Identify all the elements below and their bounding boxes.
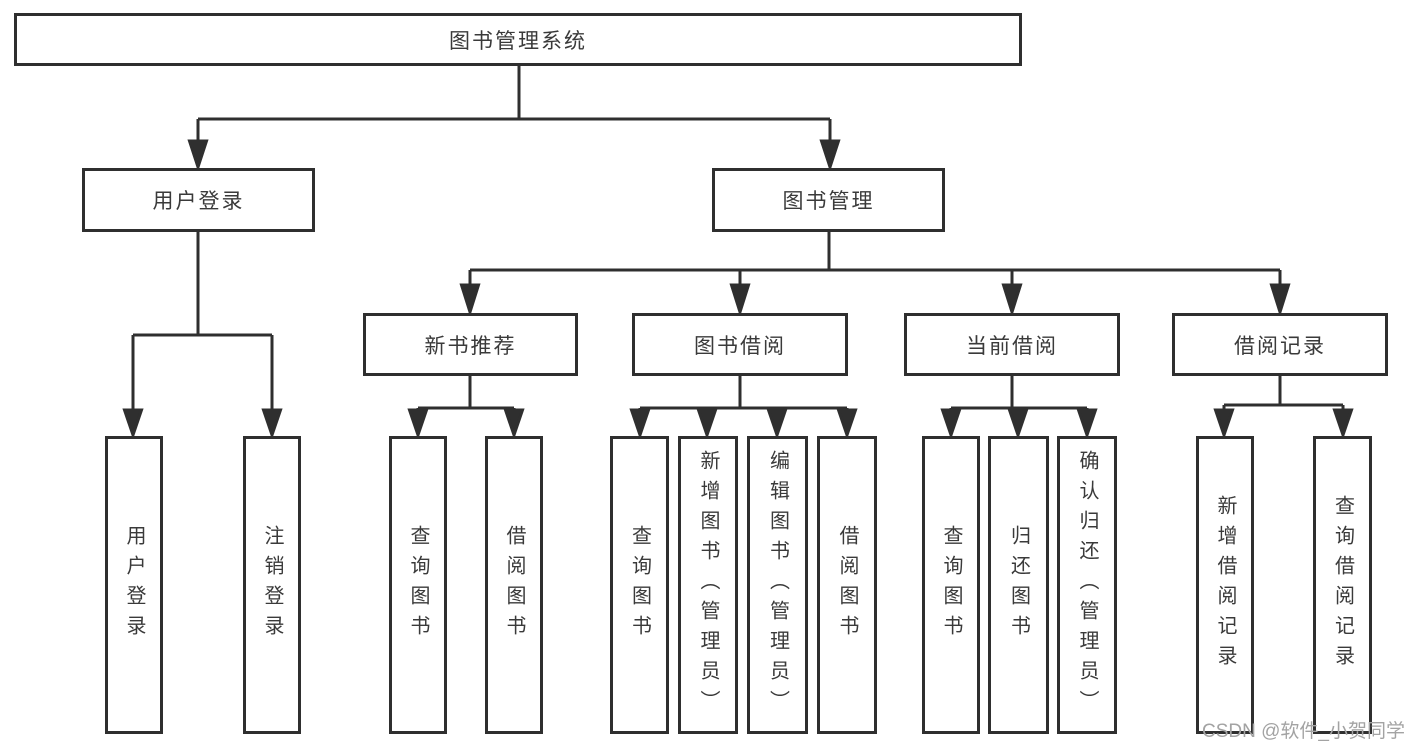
arrowhead-book-borrow	[729, 283, 751, 317]
connector-root-split	[198, 66, 830, 121]
connector-borrow-records-split	[1222, 376, 1345, 412]
leaf-user-login: 用户登录	[105, 436, 163, 734]
leaf-label: 确认归还（管理员）	[1076, 450, 1098, 720]
node-label: 图书管理	[782, 190, 875, 213]
leaf-label: 编辑图书（管理员）	[766, 450, 789, 720]
node-borrowing-records: 借阅记录	[1172, 313, 1388, 376]
arrowhead-leaf	[1213, 408, 1235, 440]
leaf-query-books: 查询图书	[610, 436, 669, 734]
node-new-book-recommend: 新书推荐	[363, 313, 578, 376]
arrowhead-leaf	[1007, 408, 1029, 440]
node-book-borrowing: 图书借阅	[632, 313, 848, 376]
arrowhead-leaf	[836, 408, 858, 440]
connector-new-books-split	[416, 376, 516, 412]
leaf-return-books: 归还图书	[988, 436, 1049, 734]
arrowhead-new-books	[459, 283, 481, 317]
arrowhead-leaf	[629, 408, 651, 440]
connector-current-borrow-split	[949, 376, 1089, 412]
leaf-label: 查询借阅记录	[1331, 495, 1354, 675]
leaf-label: 用户登录	[123, 525, 145, 645]
leaf-label: 借阅图书	[503, 525, 525, 645]
leaf-label: 查询图书	[407, 525, 429, 645]
arrowhead-leaf	[407, 408, 429, 440]
arrowhead-current-borrow	[1001, 283, 1023, 317]
arrowhead-leaf	[696, 408, 718, 440]
leaf-add-books-admin: 新增图书（管理员）	[678, 436, 738, 734]
node-label: 用户登录	[152, 190, 245, 213]
arrowhead-leaf	[1332, 408, 1354, 440]
leaf-borrow-books: 借阅图书	[485, 436, 543, 734]
node-label: 图书借阅	[694, 334, 786, 358]
leaf-label: 归还图书	[1007, 525, 1030, 645]
connector-group	[122, 66, 1354, 440]
leaf-label: 借阅图书	[836, 525, 858, 645]
arrowhead-leaf-user-login	[122, 408, 144, 440]
node-root-label: 图书管理系统	[449, 29, 587, 53]
leaf-edit-books-admin: 编辑图书（管理员）	[747, 436, 808, 734]
connector-book-mgmt-split	[468, 232, 1282, 287]
leaf-query-books: 查询图书	[922, 436, 980, 734]
arrowhead-leaf	[503, 408, 525, 440]
arrowhead-borrow-records	[1269, 283, 1291, 317]
leaf-label: 查询图书	[940, 525, 962, 645]
arrowhead-leaf	[766, 408, 788, 440]
leaf-label: 注销登录	[261, 525, 283, 645]
arrowhead-user-login	[187, 139, 209, 172]
leaf-query-books: 查询图书	[389, 436, 447, 734]
leaf-label: 新增图书（管理员）	[697, 450, 719, 720]
arrowhead-book-mgmt	[819, 139, 841, 172]
arrowhead-leaf-logout	[261, 408, 283, 440]
connector-user-login-split	[131, 232, 274, 412]
node-label: 借阅记录	[1234, 334, 1326, 358]
connector-book-borrow-split	[638, 376, 849, 412]
node-root: 图书管理系统	[14, 13, 1022, 66]
csdn-watermark: CSDN @软件_小贺同学	[1202, 721, 1405, 742]
arrowhead-leaf	[1076, 408, 1098, 440]
arrowhead-leaf	[940, 408, 962, 440]
leaf-query-borrow-record: 查询借阅记录	[1313, 436, 1372, 734]
leaf-label: 新增借阅记录	[1214, 495, 1236, 675]
node-label: 新书推荐	[424, 334, 517, 358]
node-label: 当前借阅	[966, 334, 1058, 358]
node-book-management: 图书管理	[712, 168, 945, 232]
leaf-add-borrow-record: 新增借阅记录	[1196, 436, 1254, 734]
leaf-logout: 注销登录	[243, 436, 301, 734]
node-user-login: 用户登录	[82, 168, 315, 232]
node-current-borrowing: 当前借阅	[904, 313, 1120, 376]
leaf-confirm-return-admin: 确认归还（管理员）	[1057, 436, 1117, 734]
leaf-label: 查询图书	[628, 525, 651, 645]
leaf-borrow-books: 借阅图书	[817, 436, 877, 734]
connector-root-arrow-shafts	[196, 119, 832, 143]
